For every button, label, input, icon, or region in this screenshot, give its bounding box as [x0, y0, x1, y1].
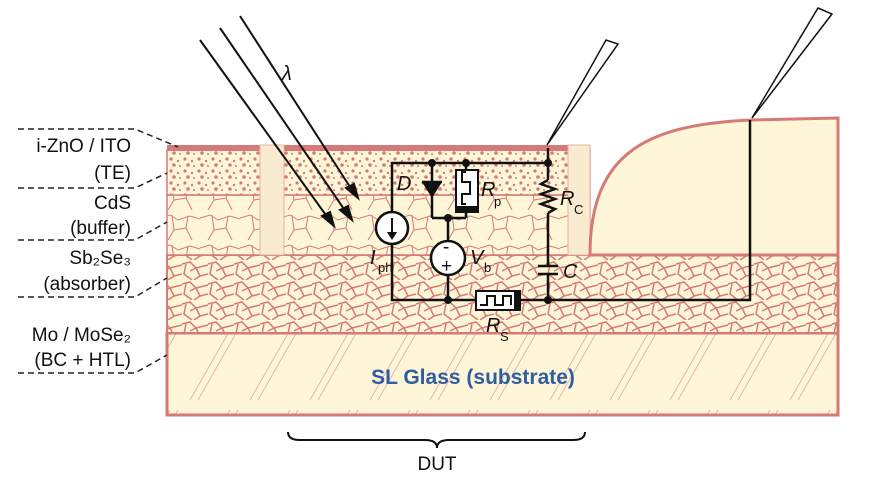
iph-source [374, 210, 410, 246]
diode-label: D [397, 173, 411, 195]
iph-label: I [370, 247, 376, 269]
dut-brace [287, 431, 586, 449]
wavelength-label: λ [281, 63, 292, 85]
rp-label: R [481, 179, 495, 201]
circuit-nodes [428, 159, 552, 304]
vb-minus-sign: - [443, 237, 449, 258]
substrate-layer [165, 331, 840, 417]
rs-label: R [486, 315, 500, 337]
vb-plus-sign: + [441, 256, 452, 277]
scribe-gap-right [567, 144, 591, 256]
te-role: (TE) [94, 163, 131, 184]
buffer-role: (buffer) [70, 218, 131, 239]
rs-sub: S [500, 329, 509, 344]
layer-labels: i-ZnO / ITO (TE) CdS (buffer) Sb₂Se₃ (ab… [32, 136, 131, 371]
scribe-gap-left [259, 144, 285, 256]
te-top-film [167, 145, 590, 151]
dut-label: DUT [417, 454, 456, 475]
probes [546, 7, 834, 146]
absorber-role: (absorber) [43, 274, 131, 295]
vb-source: - + [429, 237, 467, 277]
back-contact-pad [588, 116, 840, 257]
te-label: i-ZnO / ITO [36, 136, 131, 157]
vb-sub: b [484, 260, 491, 275]
light-rays [199, 15, 360, 229]
back-contact-label: Mo / MoSe₂ [32, 325, 131, 346]
absorber-label: Sb₂Se₃ [69, 248, 131, 269]
back-probe [751, 7, 834, 119]
rp-element [455, 169, 479, 213]
layer-leaders [18, 128, 179, 374]
substrate-label: SL Glass (substrate) [371, 366, 575, 389]
rs-element [475, 290, 521, 311]
back-contact-role: (BC + HTL) [34, 350, 131, 371]
rc-label: R [560, 188, 574, 210]
rc-sub: C [574, 202, 583, 217]
rp-sub: p [494, 194, 501, 209]
vb-label: V [470, 247, 485, 269]
diode-symbol [422, 182, 442, 198]
te-layer [166, 149, 591, 196]
buffer-label: CdS [94, 193, 131, 214]
capacitor-label: C [563, 261, 578, 283]
iph-sub: ph [378, 260, 392, 275]
front-probe [546, 39, 620, 146]
